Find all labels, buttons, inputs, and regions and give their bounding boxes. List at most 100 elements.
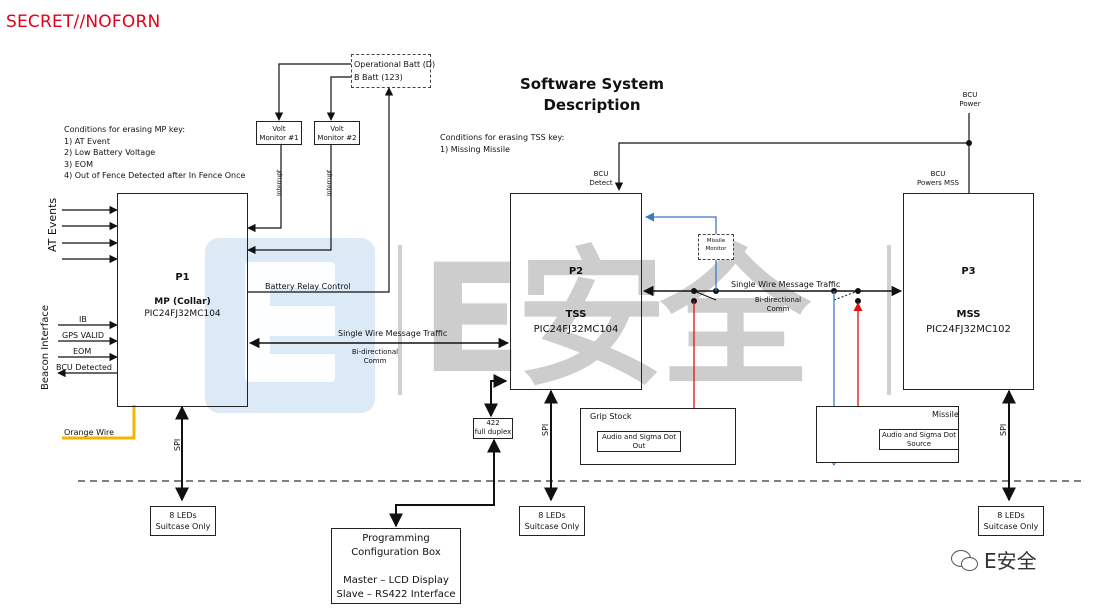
bcu-detect-line1: BCU	[593, 170, 609, 178]
rs422-line1: 422	[486, 419, 500, 427]
battery-relay-label: Battery Relay Control	[265, 282, 351, 291]
leds-box-p2: 8 LEDs Suitcase Only	[519, 506, 585, 536]
bcu-power-line1: BCU	[962, 91, 978, 99]
p3-mss-box: P3 MSS PIC24FJ32MC102	[903, 193, 1034, 390]
leds-box-p1: 8 LEDs Suitcase Only	[150, 506, 216, 536]
bidir-left-line2: Comm	[363, 357, 387, 365]
bidir-right-label: Bi-directional Comm	[748, 296, 808, 314]
spi-label-p2: SPI	[541, 423, 550, 436]
battery-b: B Batt (123)	[354, 73, 403, 82]
bidir-right-line1: Bi-directional	[754, 296, 802, 304]
leds-p2-line1: 8 LEDs	[538, 511, 566, 520]
bcu-powers-mss-label: BCU Powers MSS	[910, 170, 966, 188]
interrupt-label-1: Interrupt	[276, 169, 283, 196]
beacon-signal-eom: EOM	[73, 347, 92, 356]
bidir-left-line1: Bi-directional	[351, 348, 399, 356]
rs422-full-duplex-box: 422 full duplex	[473, 418, 513, 439]
watermark-text: E安全	[420, 233, 810, 407]
watermark-logo-letter	[245, 262, 335, 382]
grip-stock-audio-line2: Out	[632, 442, 646, 450]
p1-mp-collar-box: P1 MP (Collar) PIC24FJ32MC104	[117, 193, 248, 407]
p1-chip: PIC24FJ32MC104	[144, 309, 221, 319]
p1-id: P1	[175, 272, 190, 283]
p2-tss-box: P2 TSS PIC24FJ32MC104	[510, 193, 642, 390]
missile-audio-box: Audio and Sigma Dot Source	[879, 429, 959, 450]
mp-condition-item: 2) Low Battery Voltage	[64, 148, 156, 157]
volt-monitor-2: Volt Monitor #2	[314, 121, 360, 145]
beacon-interface-label: Beacon Interface	[40, 304, 51, 390]
programming-line4: Slave – RS422 Interface	[336, 589, 456, 600]
p3-chip: PIC24FJ32MC102	[926, 324, 1011, 335]
wechat-bubble-small	[961, 557, 978, 571]
p1-name: MP (Collar)	[154, 297, 211, 307]
bcu-powers-mss-line2: Powers MSS	[917, 179, 959, 187]
bcu-detect-label: BCU Detect	[583, 170, 619, 188]
missile-monitor-box: Missile Monitor	[698, 234, 734, 260]
bcu-power-label: BCU Power	[950, 91, 990, 109]
diagram-title-line1: Software System	[519, 75, 665, 93]
orange-wire-label: Orange Wire	[64, 428, 115, 437]
grip-stock-box: Grip Stock Audio and Sigma Dot Out	[580, 408, 736, 465]
swmt-left-label: Single Wire Message Traffic	[338, 329, 448, 338]
bcu-powers-mss-line1: BCU	[930, 170, 946, 178]
p3-id: P3	[961, 266, 976, 277]
classification-marking: SECRET//NOFORN	[6, 12, 161, 32]
tss-conditions-heading: Conditions for erasing TSS key:	[440, 133, 565, 142]
grip-stock-title: Grip Stock	[590, 412, 632, 421]
leds-p3-line2: Suitcase Only	[983, 522, 1039, 531]
swmt-right-label: Single Wire Message Traffic	[731, 280, 841, 289]
missile-monitor-line2: Monitor	[705, 246, 727, 252]
battery-box: Operational Batt (D) B Batt (123)	[351, 54, 435, 88]
rs422-line2: full duplex	[474, 428, 512, 436]
beacon-signal-ib: IB	[79, 315, 87, 324]
leds-box-p3: 8 LEDs Suitcase Only	[978, 506, 1044, 536]
mp-conditions-heading: Conditions for erasing MP key:	[64, 125, 186, 134]
leds-p2-line2: Suitcase Only	[524, 522, 580, 531]
wechat-label: E安全	[984, 549, 1037, 573]
bidir-right-line2: Comm	[766, 305, 790, 313]
bidir-left-label: Bi-directional Comm	[345, 348, 405, 366]
programming-line2: Configuration Box	[351, 547, 441, 558]
volt-monitor-1-line1: Volt	[272, 125, 286, 133]
grip-stock-audio-line1: Audio and Sigma Dot	[601, 433, 677, 441]
leds-p1-line1: 8 LEDs	[169, 511, 197, 520]
missile-audio-line1: Audio and Sigma Dot	[881, 431, 957, 439]
mp-condition-item: 1) AT Event	[64, 136, 110, 146]
interrupt-label-2: Interrupt	[326, 169, 333, 196]
p2-chip: PIC24FJ32MC104	[533, 324, 619, 335]
missile-monitor-line1: Missile	[706, 238, 726, 244]
missile-box: Missile Audio and Sigma Dot Source	[816, 406, 959, 463]
watermark-logo	[205, 238, 375, 413]
volt-monitor-2-line1: Volt	[330, 125, 344, 133]
at-events-label: AT Events	[46, 197, 59, 252]
volt-monitor-1-line2: Monitor #1	[259, 134, 299, 142]
battery-operational: Operational Batt (D)	[354, 60, 436, 69]
mp-conditions: Conditions for erasing MP key: 1) AT Eve…	[64, 124, 245, 182]
missile-audio-line2: Source	[906, 440, 932, 448]
missile-title: Missile	[932, 410, 959, 419]
beacon-signal-gps: GPS VALID	[62, 331, 105, 340]
grip-stock-audio-box: Audio and Sigma Dot Out	[597, 431, 681, 452]
mp-condition-item: 4) Out of Fence Detected after In Fence …	[64, 171, 246, 180]
leds-p1-line2: Suitcase Only	[155, 522, 211, 531]
watermark-frame	[398, 245, 891, 395]
p2-id: P2	[568, 266, 584, 277]
programming-line1: Programming	[362, 533, 430, 544]
volt-monitor-2-line2: Monitor #2	[317, 134, 357, 142]
bcu-detect-line2: Detect	[589, 179, 613, 187]
volt-monitor-1: Volt Monitor #1	[256, 121, 302, 145]
beacon-signal-bcu: BCU Detected	[56, 363, 113, 372]
tss-conditions: Conditions for erasing TSS key: 1) Missi…	[440, 132, 564, 155]
p3-name: MSS	[956, 309, 981, 320]
leds-p3-line1: 8 LEDs	[997, 511, 1025, 520]
spi-label-p3: SPI	[999, 423, 1008, 436]
diagram-title-line2: Description	[543, 96, 641, 114]
mp-condition-item: 3) EOM	[64, 159, 94, 169]
wechat-icon	[951, 548, 981, 574]
bcu-power-line2: Power	[959, 100, 981, 108]
programming-box: Programming Configuration Box Master – L…	[331, 528, 461, 604]
spi-label-p1: SPI	[173, 438, 182, 451]
p2-name: TSS	[565, 309, 587, 320]
programming-line3: Master – LCD Display	[343, 575, 449, 586]
diagram-title: Software System Description	[512, 74, 672, 116]
